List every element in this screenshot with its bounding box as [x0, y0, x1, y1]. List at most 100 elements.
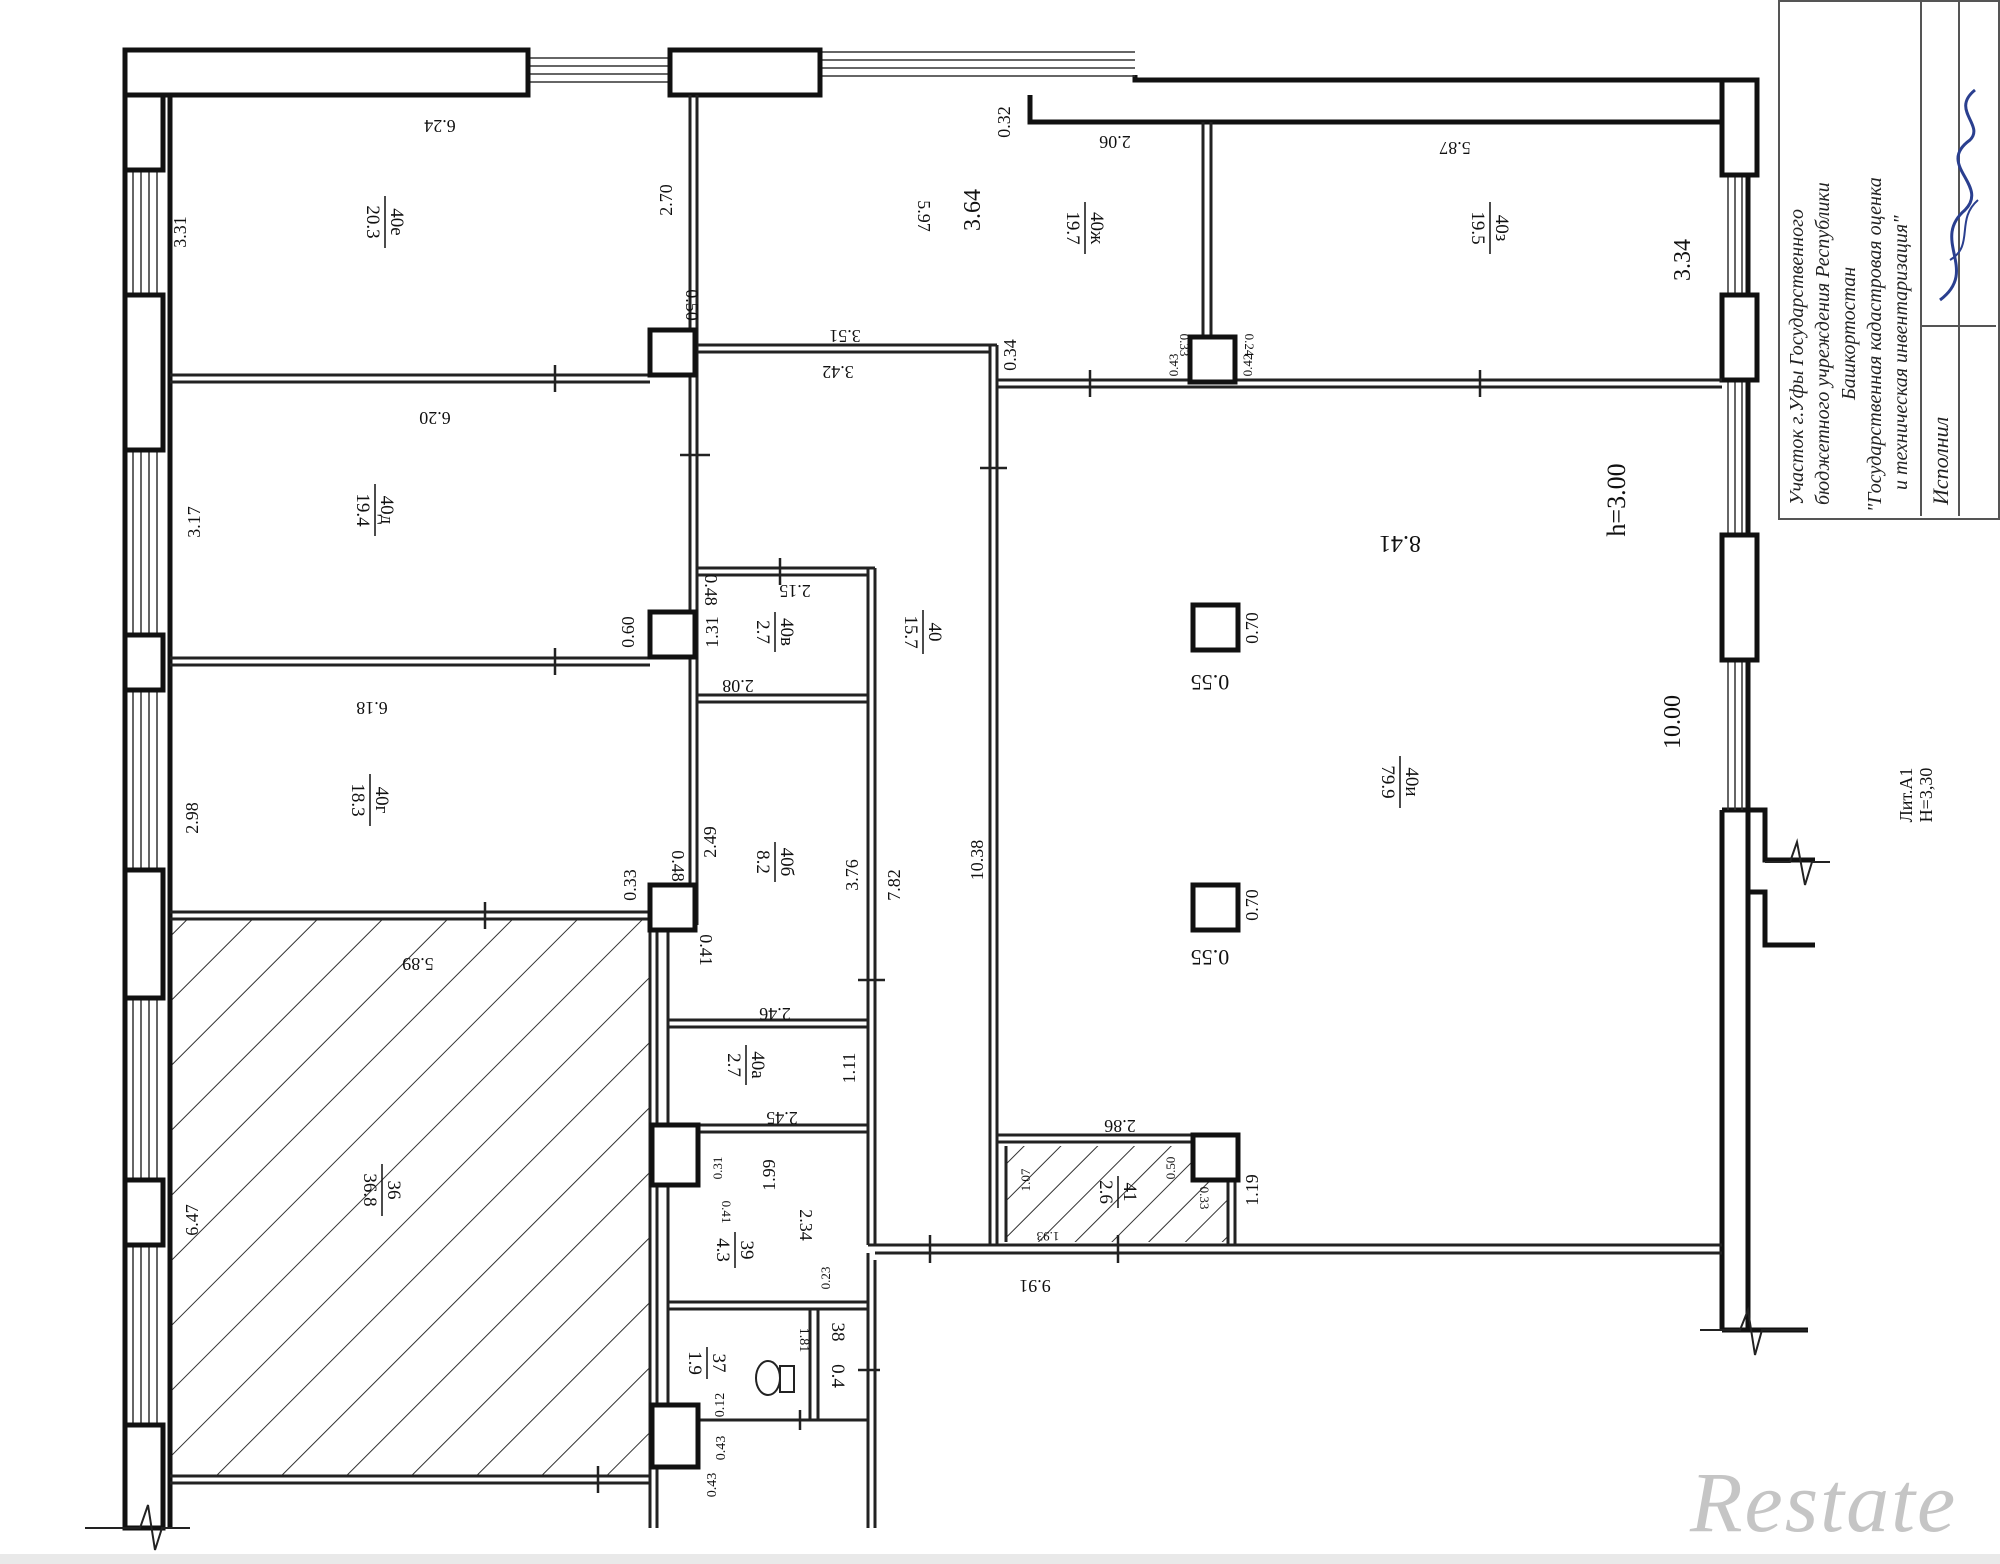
liter-name: Лит.А1 [1896, 768, 1916, 823]
dim-label: 0.31 [710, 1157, 725, 1180]
room-40z-number: 40з [1491, 215, 1512, 242]
room-labels: 40е 20.3 40ж 19.7 40з 19.5 40д 19.4 40г … [347, 196, 1512, 1388]
room-40e-area: 20.3 [362, 205, 383, 238]
room-40a-number: 40а [747, 1051, 768, 1079]
dim-label: 3.34 [1670, 239, 1696, 281]
ceiling-height-label: h=3.00 [1602, 463, 1631, 536]
dim-label: 2.86 [1104, 1116, 1136, 1136]
wall-piers [122, 47, 1760, 1531]
room-38-number: 38 [827, 1323, 848, 1342]
liter-height: H=3,30 [1916, 768, 1936, 823]
dim-label: 6.24 [424, 116, 456, 136]
dim-label: 1.31 [702, 616, 722, 648]
stamp-line-4: "Государственная кадастровая оценка [1864, 177, 1886, 512]
room-37-area: 1.9 [684, 1351, 705, 1375]
dim-label: 0.43 [1166, 354, 1181, 377]
room-40e-number: 40е [386, 208, 407, 235]
room-40-area: 15.7 [900, 615, 921, 648]
dim-label: 2.98 [182, 802, 202, 834]
dim-label: 0.48 [668, 850, 688, 882]
dim-label: 0.70 [1242, 612, 1262, 644]
room-40b-area: 8.2 [752, 850, 773, 874]
room-40v-area: 2.7 [752, 620, 773, 644]
dim-label: 0.50 [682, 289, 702, 321]
dim-label: 10.00 [1660, 695, 1686, 749]
dim-label: 0.33 [1197, 1187, 1212, 1210]
stamp-line-3: Башкортостан [1838, 266, 1860, 400]
room-40g-number: 40г [371, 787, 392, 814]
dim-label: 0.55 [1191, 670, 1230, 695]
stamp-divider [1920, 0, 1922, 516]
dim-label: 1.93 [1037, 1229, 1060, 1244]
dim-label: 2.06 [1099, 132, 1131, 152]
dim-label: 3.76 [842, 859, 862, 891]
windows [132, 51, 1743, 1425]
dim-label: 1.99 [759, 1159, 779, 1191]
bottom-band [0, 1554, 2000, 1564]
dim-label: 6.47 [182, 1204, 202, 1236]
room-40v-number: 40в [776, 618, 797, 646]
dim-label: 6.18 [356, 698, 388, 718]
dim-label: 1.07 [1018, 1168, 1033, 1191]
dim-label: 2.15 [779, 581, 811, 601]
room-40i-area: 79.9 [1377, 765, 1398, 798]
dim-label: 9.91 [1019, 1276, 1051, 1296]
dim-label: 1.11 [839, 1053, 859, 1084]
dim-label: 0.50 [1163, 1157, 1178, 1180]
dim-label: 0.42 [1240, 354, 1255, 377]
room-39-area: 4.3 [712, 1238, 733, 1262]
dim-label: 0.34 [1000, 339, 1020, 371]
room-40z-area: 19.5 [1467, 211, 1488, 244]
stamp-divider [1958, 0, 1960, 516]
dim-label: 2.46 [759, 1004, 791, 1024]
dim-label: 2.49 [700, 826, 720, 858]
dim-label: 5.87 [1439, 138, 1471, 158]
dim-label: 3.64 [960, 189, 986, 231]
dim-label: 0.48 [701, 574, 721, 606]
dim-label: 0.60 [618, 616, 638, 648]
dim-label: 7.82 [884, 869, 904, 901]
room-41-area: 2.6 [1095, 1180, 1116, 1204]
dim-label: 0.70 [1242, 889, 1262, 921]
break-symbols [85, 838, 1830, 1551]
dim-label: 5.89 [402, 954, 434, 974]
dim-label: 2.08 [722, 676, 754, 696]
dim-label: 1.19 [1242, 1174, 1262, 1206]
stamp-line-5: и техническая инвентаризация" [1890, 215, 1912, 490]
dim-label: 2.70 [656, 184, 676, 216]
title-stamp: Участок г.Уфы Государственного бюджетног… [1778, 0, 2000, 520]
dim-label: 0.24 [1242, 334, 1257, 357]
signature-icon [1939, 88, 1979, 302]
dim-label: 0.12 [713, 1393, 728, 1418]
dim-label: 2.45 [766, 1108, 798, 1128]
dim-label: 0.32 [994, 106, 1014, 138]
dim-label: 5.97 [914, 200, 934, 232]
stamp-executor-label: Исполнил [1928, 416, 1953, 505]
room-38-area: 0.4 [827, 1364, 848, 1388]
room-40g-area: 18.3 [347, 783, 368, 816]
dim-label: 0.41 [719, 1201, 734, 1224]
dim-label: 0.43 [714, 1436, 729, 1461]
stamp-divider [1920, 325, 1996, 327]
dim-label: 0.41 [696, 934, 716, 966]
room-40i-number: 40и [1401, 767, 1422, 796]
dim-label: 3.51 [829, 326, 861, 346]
room-40d-area: 19.4 [352, 493, 373, 527]
dim-label: 6.20 [419, 408, 451, 428]
dim-label: 3.31 [170, 216, 190, 248]
liter-label: Лит.А1 H=3,30 [1896, 768, 1936, 823]
dim-label: 2.34 [796, 1209, 816, 1241]
room-40-number: 40 [924, 623, 945, 642]
room-40b-number: 40б [776, 848, 797, 877]
stamp-frame [1778, 0, 2000, 520]
room-40a-area: 2.7 [723, 1053, 744, 1077]
room-41-number: 41 [1119, 1183, 1140, 1202]
dim-label: 10.38 [967, 840, 987, 881]
room-39-number: 39 [736, 1241, 757, 1260]
room-40zh-area: 19.7 [1062, 211, 1083, 244]
dim-label: 0.33 [1177, 334, 1192, 357]
stamp-line-2: бюджетного учреждения Республики [1812, 182, 1834, 505]
room-40zh-number: 40ж [1086, 212, 1107, 245]
dim-label: 3.17 [184, 506, 204, 538]
